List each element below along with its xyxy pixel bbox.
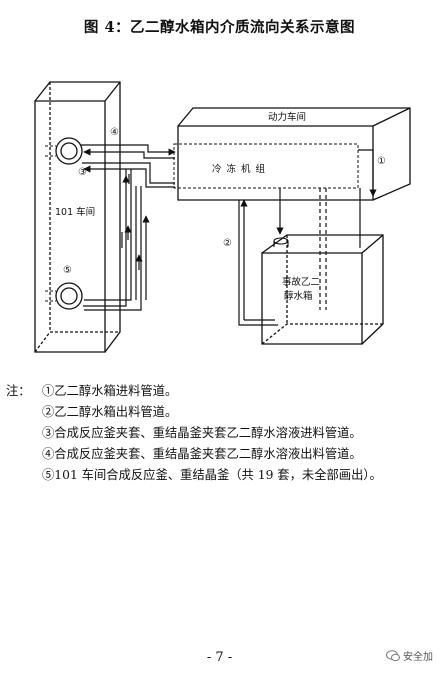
label-emergency-tank-2: 醇水箱 xyxy=(284,290,313,302)
watermark: 安全加 xyxy=(386,648,433,663)
workshop-101-box xyxy=(34,81,121,353)
note-1: ①乙二醇水箱进料管道。 xyxy=(42,384,178,398)
note-3: ③合成反应釜夹套、重结晶釜夹套乙二醇水溶液进料管道。 xyxy=(42,426,362,440)
marker-5: ⑤ xyxy=(63,265,72,276)
figure-notes: 注： ①乙二醇水箱进料管道。 ②乙二醇水箱出料管道。 ③合成反应釜夹套、重结晶釜… xyxy=(6,381,436,486)
watermark-text: 安全加 xyxy=(403,652,433,663)
reactor-top xyxy=(55,137,83,165)
marker-2: ② xyxy=(223,238,232,249)
pipeline-tank-outlet-2 xyxy=(238,199,278,326)
marker-4: ④ xyxy=(110,127,119,138)
flow-diagram: 101 车间 动力车间 冷 冻 机 组 事故乙二 醇水箱 ④ ③ ⑤ ① ② xyxy=(34,81,411,353)
reactor-bottom xyxy=(55,282,83,310)
marker-3: ③ xyxy=(78,167,87,178)
tank-vent-cap xyxy=(273,237,289,247)
marker-1: ① xyxy=(377,156,386,167)
label-power-workshop: 动力车间 xyxy=(268,111,306,123)
note-5: ⑤101 车间合成反应釜、重结晶釜（共 19 套，未全部画出）。 xyxy=(42,468,382,482)
note-4: ④合成反应釜夹套、重结晶釜夹套乙二醇水溶液出料管道。 xyxy=(42,447,362,461)
power-workshop-box xyxy=(177,107,411,201)
page-number: - 7 - xyxy=(206,650,233,665)
pipeline-tank-internal xyxy=(276,188,361,310)
label-refrigeration-unit: 冷 冻 机 组 xyxy=(212,163,266,175)
chat-bubble-icon xyxy=(386,649,400,661)
figure-title: 图 4：乙二醇水箱内介质流向关系示意图 xyxy=(83,19,356,36)
emergency-tank-box xyxy=(261,234,384,345)
label-emergency-tank-1: 事故乙二 xyxy=(282,276,320,288)
label-workshop-101: 101 车间 xyxy=(55,206,95,218)
pipeline-loop-3-4 xyxy=(81,144,176,311)
notes-prefix: 注： xyxy=(6,384,31,398)
note-2: ②乙二醇水箱出料管道。 xyxy=(42,405,178,419)
pipeline-tank-inlet-1 xyxy=(358,149,377,197)
refrigeration-unit-box xyxy=(173,143,359,189)
